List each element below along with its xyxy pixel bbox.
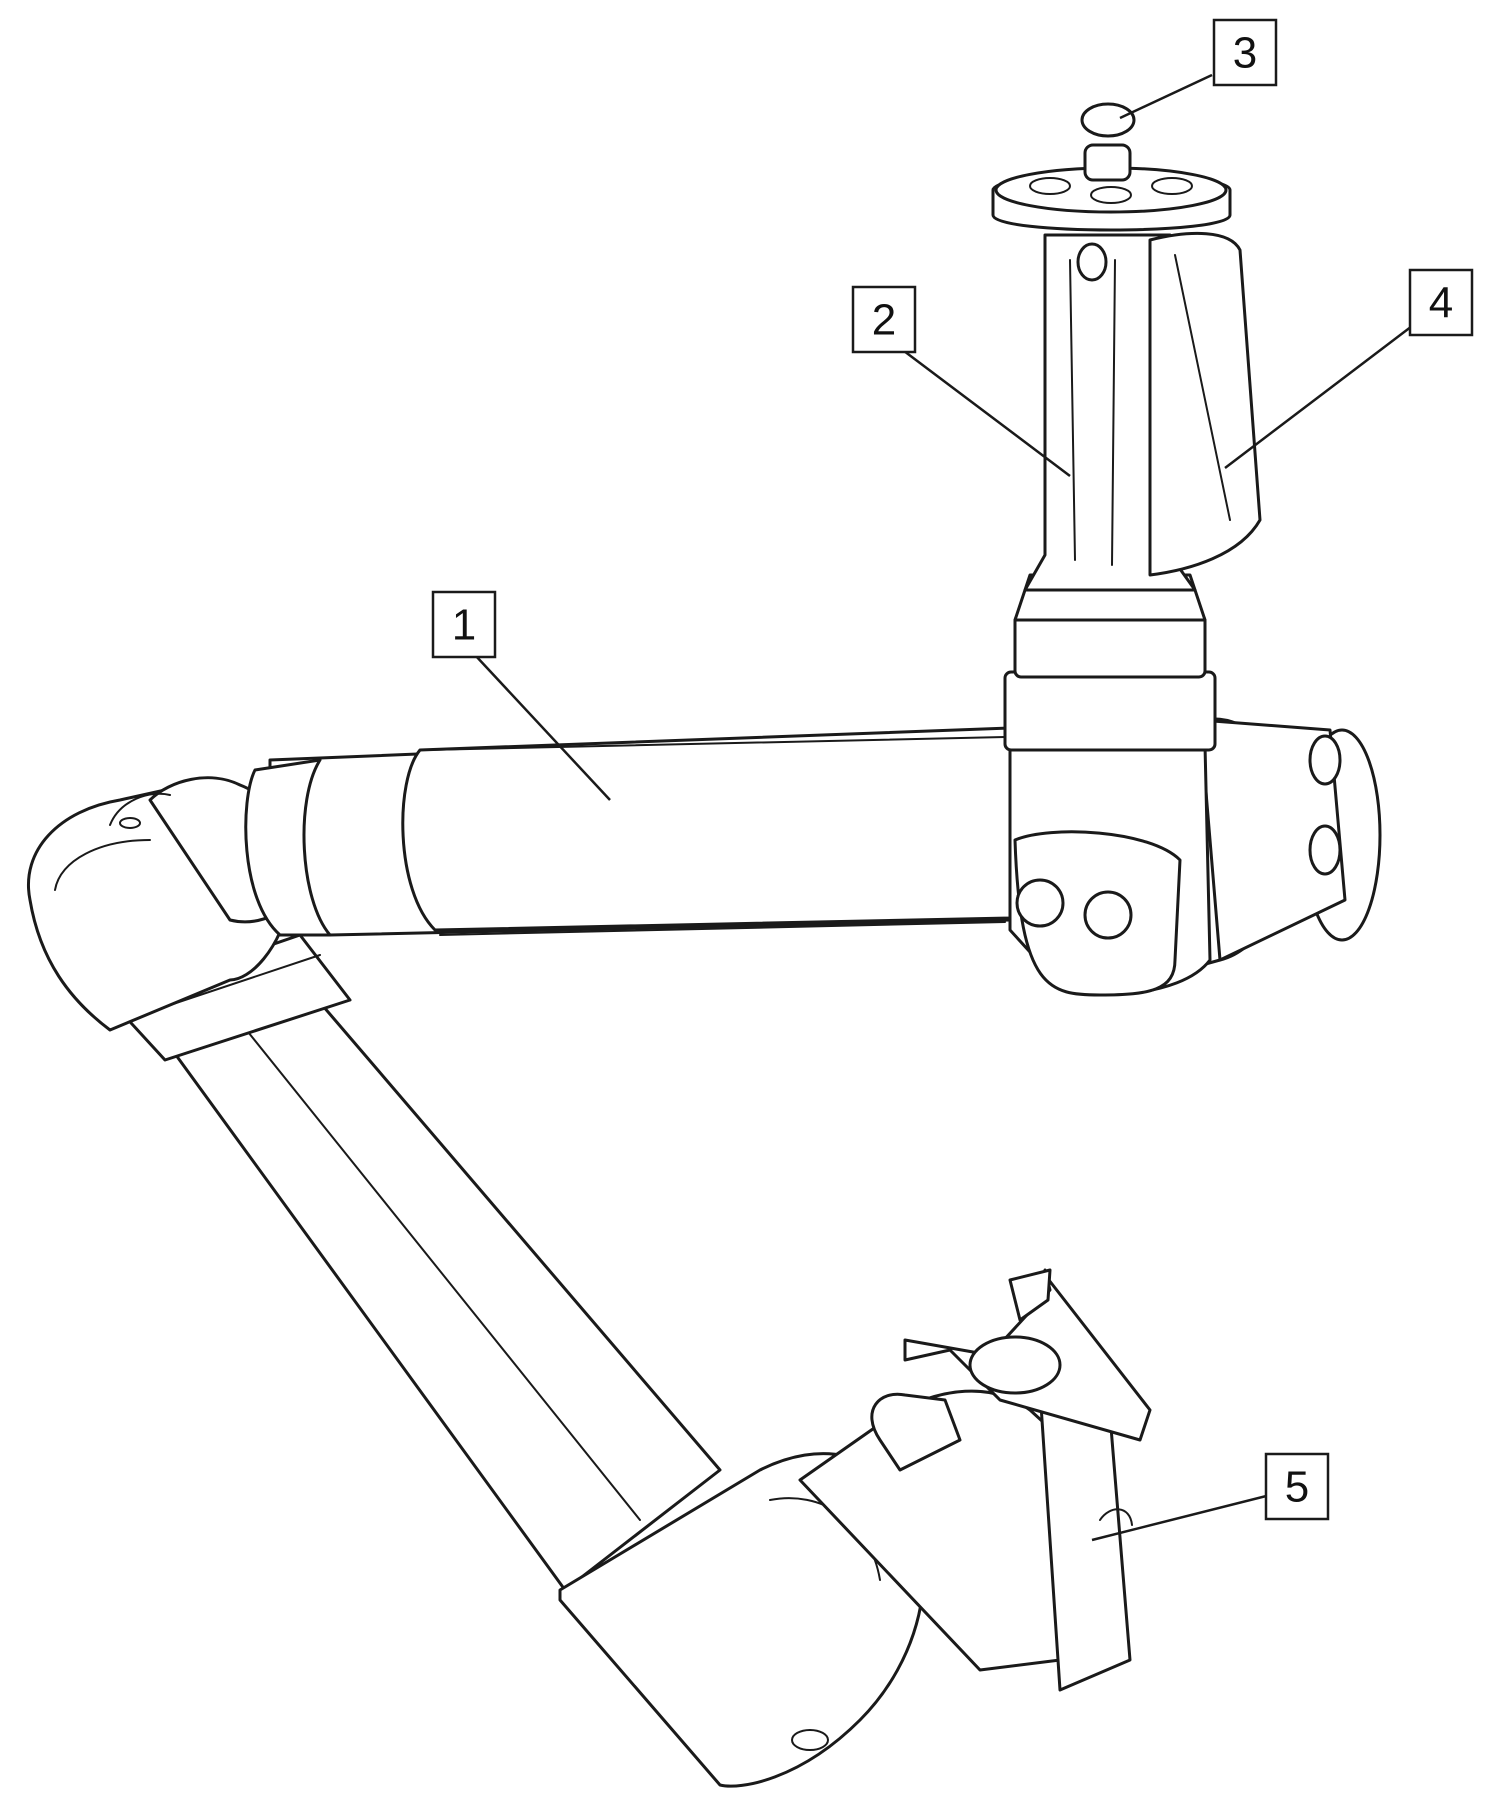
lower-arm-tube [108, 914, 722, 1592]
right-joint [1008, 717, 1382, 997]
leader-line-2 [899, 347, 1071, 477]
callout-3: 3 [1212, 18, 1278, 87]
handle-assembly [991, 102, 1262, 752]
callout-2-text: 2 [872, 296, 896, 345]
callout-4-text: 4 [1429, 279, 1453, 328]
upper-arm-tube [244, 726, 1012, 937]
leader-line-1 [474, 654, 611, 801]
callout-5: 5 [1264, 1452, 1330, 1521]
leader-line-5 [1091, 1488, 1291, 1542]
leader-line-3 [1119, 73, 1213, 120]
callout-4: 4 [1408, 268, 1474, 337]
callout-1: 1 [431, 590, 497, 659]
callout-3-text: 3 [1233, 29, 1257, 78]
callout-5-text: 5 [1285, 1463, 1309, 1512]
leader-lines [474, 73, 1421, 1542]
callout-1-text: 1 [452, 601, 476, 650]
leader-line-4 [1224, 319, 1421, 469]
callout-2: 2 [851, 285, 917, 354]
bottom-clamp [558, 1268, 1152, 1788]
